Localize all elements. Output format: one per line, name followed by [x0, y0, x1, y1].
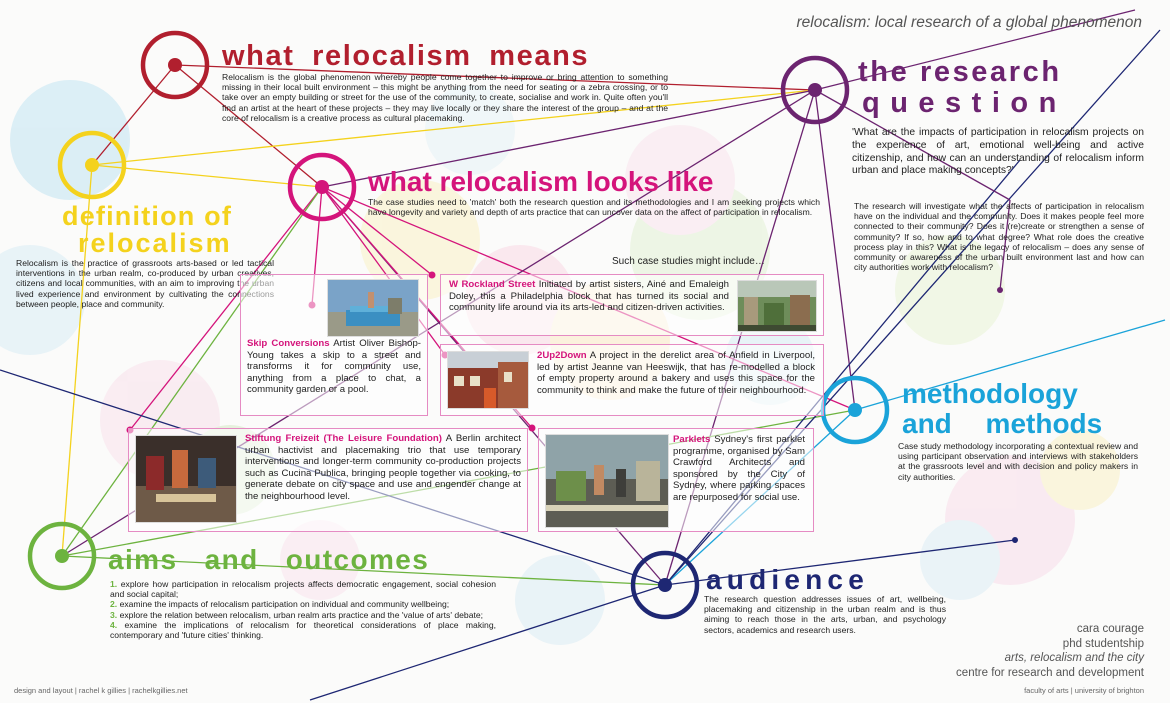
meaning-text: Relocalism is the global phenomenon wher…: [222, 72, 668, 123]
case-stiftung-photo: [135, 435, 237, 523]
node-methodology: [820, 375, 890, 445]
case-parklets-photo: [545, 434, 669, 528]
definition-text: Relocalism is the practice of grassroots…: [16, 258, 274, 309]
research-text: The research will investigate what the a…: [854, 201, 1144, 273]
credit-studentship: phd studentship: [1062, 637, 1144, 650]
methodology-title-line2: and methods: [902, 408, 1103, 439]
node-audience: [630, 550, 700, 620]
credit-project: arts, relocalism and the city: [1004, 652, 1144, 664]
faculty-credit: faculty of arts | university of brighton: [1024, 686, 1144, 695]
credit-centre: centre for research and development: [956, 666, 1144, 679]
case-studies-note: Such case studies might include…: [612, 256, 765, 267]
case-rockland: W Rockland Street Initiated by artist si…: [440, 274, 824, 336]
case-rockland-text: W Rockland Street Initiated by artist si…: [449, 279, 729, 314]
audience-text: The research question addresses issues o…: [704, 594, 946, 635]
meaning-title: what relocalism means: [222, 40, 590, 72]
aims-title: aims and outcomes: [108, 544, 430, 575]
looks-like-text: The case studies need to 'match' both th…: [368, 197, 820, 218]
definition-title-line1: definition of: [62, 201, 233, 231]
research-quote: 'What are the impacts of participation i…: [852, 127, 1144, 177]
case-skip-photo: [327, 279, 419, 337]
research-title-line1: the research: [858, 56, 1062, 88]
definition-title-line2: relocalism: [78, 228, 232, 258]
case-skip-title: Skip Conversions: [247, 338, 330, 349]
case-2up2down-text: 2Up2Down A project in the derelict area …: [537, 350, 815, 396]
aims-item: 1. explore how participation in relocali…: [110, 579, 496, 600]
case-stiftung: Stiftung Freizeit (The Leisure Foundatio…: [128, 428, 528, 532]
aims-item: 2. examine the impacts of relocalism par…: [110, 599, 450, 610]
aims-list: 1. explore how participation in relocali…: [110, 579, 496, 640]
case-rockland-title: W Rockland Street: [449, 279, 536, 290]
node-definition: [57, 130, 127, 200]
methodology-text: Case study methodology incorporating a c…: [898, 441, 1138, 482]
case-parklets-text: Parklets Sydney's first parklet programm…: [673, 434, 805, 503]
case-2up2down-photo: [447, 351, 529, 409]
node-looks-like: [287, 152, 357, 222]
case-stiftung-text: Stiftung Freizeit (The Leisure Foundatio…: [245, 433, 521, 502]
research-title-line2: question: [862, 87, 1067, 119]
case-parklets-title: Parklets: [673, 434, 711, 445]
case-parklets: Parklets Sydney's first parklet programm…: [538, 428, 814, 532]
case-stiftung-title: Stiftung Freizeit (The Leisure Foundatio…: [245, 433, 442, 444]
page-title: relocalism: local research of a global p…: [796, 14, 1142, 31]
designer-credit: design and layout | rachel k gillies | r…: [14, 686, 188, 695]
aims-item: 3. explore the relation between relocali…: [110, 609, 484, 620]
looks-like-title: what relocalism looks like: [368, 166, 714, 197]
case-2up2down: 2Up2Down A project in the derelict area …: [440, 344, 824, 416]
credits-block: cara courage phd studentship arts, reloc…: [956, 622, 1144, 680]
aims-item: 4. examine the implications of relocalis…: [110, 619, 496, 641]
case-skip-text: Skip Conversions Artist Oliver Bishop-Yo…: [247, 338, 421, 396]
case-skip: Skip Conversions Artist Oliver Bishop-Yo…: [240, 274, 428, 416]
case-rockland-photo: [737, 280, 817, 332]
credit-author: cara courage: [1076, 623, 1144, 635]
case-2up2down-title: 2Up2Down: [537, 350, 587, 361]
node-research: [780, 55, 850, 125]
node-aims: [27, 521, 97, 591]
methodology-title-line1: methodology: [902, 378, 1078, 409]
audience-title: audience: [706, 564, 869, 595]
node-meaning: [140, 30, 210, 100]
